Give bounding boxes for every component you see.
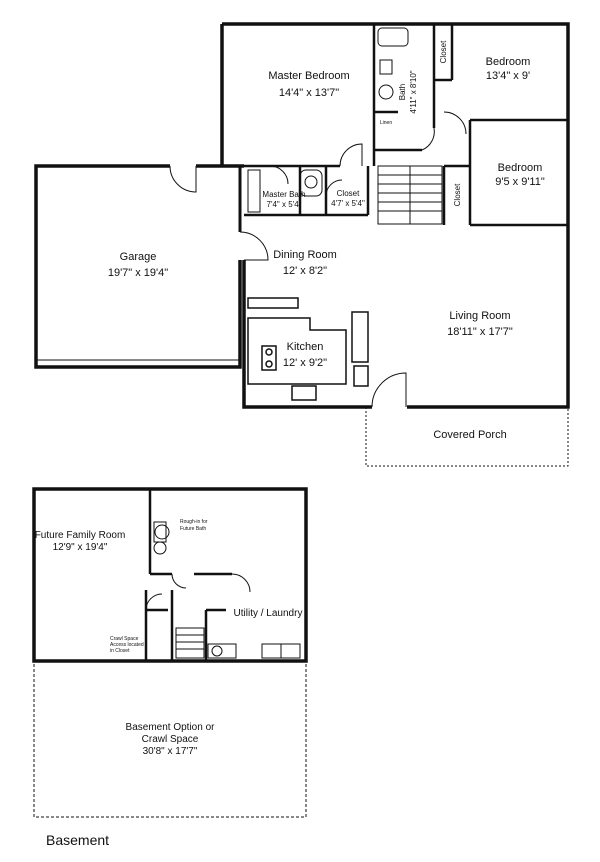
- kitchen-dims: 12' x 9'2": [283, 357, 327, 369]
- closet-upper-label: Closet: [439, 40, 448, 63]
- rough-in-line2: Future Bath: [180, 526, 206, 532]
- stairs-main: [377, 165, 443, 225]
- basement-option-dims: 30'8" x 17'7": [143, 746, 198, 757]
- interior-walls: [222, 24, 568, 227]
- garage-name: Garage: [120, 251, 157, 263]
- exterior-wall-top: [222, 22, 570, 409]
- master-bedroom-dims: 14'4" x 13'7": [279, 87, 339, 99]
- family-room-dims: 12'9" x 19'4": [53, 542, 108, 553]
- stairs-basement: [175, 627, 205, 659]
- master-bedroom-name: Master Bedroom: [268, 70, 349, 82]
- bedroom-2-dims: 9'5 x 9'11": [495, 176, 545, 188]
- door-swings: [169, 111, 467, 408]
- covered-porch-outline: [365, 407, 569, 467]
- bedroom-1-name: Bedroom: [486, 56, 531, 68]
- bedroom-2-name: Bedroom: [498, 162, 543, 174]
- master-closet-dims: 4'7' x 5'4": [331, 199, 365, 208]
- basement-caption: Basement: [46, 832, 110, 848]
- garage-dims: 19'7" x 19'4": [108, 267, 168, 279]
- basement-option-line2: Crawl Space: [142, 734, 199, 745]
- basement-door-swings: [145, 573, 251, 611]
- rough-in-line1: Rough-in for: [180, 519, 208, 525]
- dining-room-dims: 12' x 8'2": [283, 265, 327, 277]
- master-bath-name: Master Bath: [262, 190, 305, 199]
- linen-label: Linen: [380, 120, 392, 126]
- kitchen-name: Kitchen: [287, 341, 324, 353]
- living-room-name: Living Room: [449, 310, 510, 322]
- bedroom-1-dims: 13'4" x 9': [486, 70, 530, 82]
- kitchen-counters: [247, 297, 369, 401]
- basement-floor: Future Family Room 12'9" x 19'4" Rough-i…: [32, 487, 308, 818]
- covered-porch-name: Covered Porch: [433, 429, 506, 441]
- bath-dims: 4'11" x 8'10": [409, 70, 418, 113]
- closet-lower-label: Closet: [453, 183, 462, 206]
- master-closet-name: Closet: [337, 189, 360, 198]
- bath-name: Bath: [398, 84, 407, 100]
- utility-laundry-name: Utility / Laundry: [234, 608, 303, 619]
- basement-option-outline: [33, 660, 307, 818]
- basement-fixtures: [153, 521, 301, 659]
- living-room-dims: 18'11" x 17'7": [447, 326, 513, 338]
- main-floor: Master Bedroom 14'4" x 13'7" Bedroom 13'…: [34, 22, 570, 467]
- crawl-note-line2: Access located: [110, 642, 144, 648]
- exterior-wall-living: [242, 260, 372, 409]
- master-bath-dims: 7'4" x 5'4": [267, 200, 302, 209]
- crawl-note-line3: in Closet: [110, 648, 130, 654]
- family-room-name: Future Family Room: [35, 530, 126, 541]
- basement-option-line1: Basement Option or: [126, 722, 216, 733]
- bath-fixtures: [247, 27, 409, 213]
- basement-interior-walls: [144, 489, 232, 661]
- crawl-note-line1: Crawl Space: [110, 636, 139, 642]
- dining-room-name: Dining Room: [273, 249, 337, 261]
